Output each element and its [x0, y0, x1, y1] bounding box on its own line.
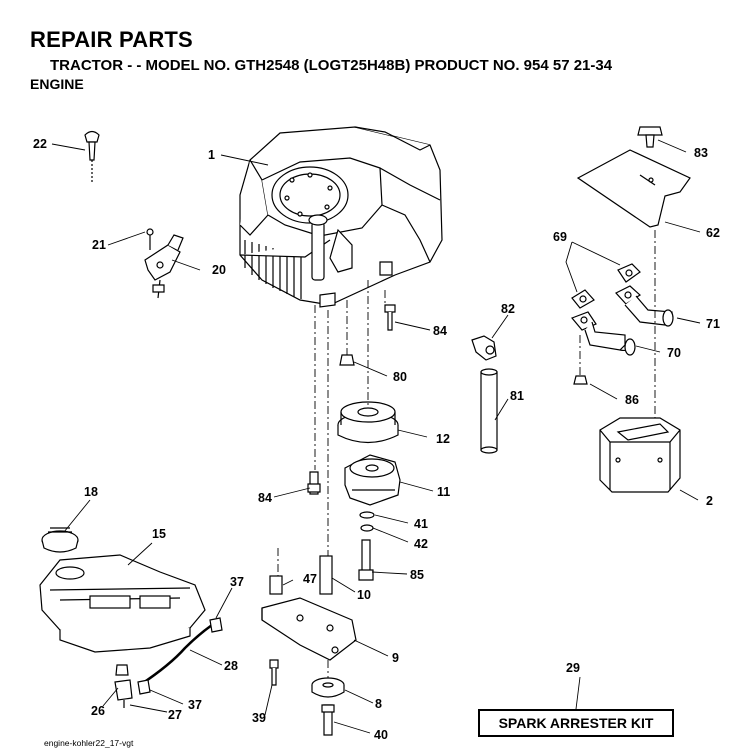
- callout-20: 20: [212, 263, 226, 277]
- drawing-code: engine-kohler22_17-vgt: [44, 738, 134, 748]
- alignment-lines: [277, 230, 656, 678]
- callout-2: 2: [706, 494, 713, 508]
- hose-drawing: [471, 335, 498, 454]
- callout-10: 10: [357, 588, 371, 602]
- callout-62: 62: [706, 226, 720, 240]
- callout-21: 21: [92, 238, 106, 252]
- exhaust-drawing: [570, 263, 674, 356]
- diagram-art: [39, 126, 701, 736]
- callout-70: 70: [667, 346, 681, 360]
- callout-81: 81: [510, 389, 524, 403]
- idler-pulley-drawing: [311, 677, 345, 698]
- bolt-84-upper-drawing: [384, 304, 396, 331]
- callout-83: 83: [694, 146, 708, 160]
- spacer-10-drawing: [319, 555, 333, 595]
- nut-80-drawing: [339, 354, 355, 366]
- bolt-39-drawing: [269, 659, 279, 686]
- callout-71: 71: [706, 317, 720, 331]
- callout-84-upper: 84: [433, 324, 447, 338]
- callout-41: 41: [414, 517, 428, 531]
- spacer-47-drawing: [269, 575, 283, 595]
- callout-47: 47: [303, 572, 317, 586]
- dipstick-drawing: [84, 130, 100, 182]
- fuel-cap-drawing: [41, 527, 79, 553]
- callout-69: 69: [553, 230, 567, 244]
- engine-drawing: [239, 126, 443, 308]
- throttle-control-drawing: [144, 228, 184, 299]
- callout-26: 26: [91, 704, 105, 718]
- callout-29: 29: [566, 661, 580, 675]
- fuel-line-drawing: [114, 617, 223, 708]
- callout-8: 8: [375, 697, 382, 711]
- callout-37-lower: 37: [188, 698, 202, 712]
- callout-1: 1: [208, 148, 215, 162]
- heat-shield-drawing: [576, 126, 691, 228]
- callout-27: 27: [168, 708, 182, 722]
- callout-82: 82: [501, 302, 515, 316]
- nut-86-drawing: [573, 375, 588, 385]
- callout-85: 85: [410, 568, 424, 582]
- callout-numbers: 22 1 21 20 83 62 69 71 70 86 82 81 84 80…: [33, 137, 720, 742]
- callout-9: 9: [392, 651, 399, 665]
- callout-86: 86: [625, 393, 639, 407]
- bolt-84-lower-drawing: [307, 471, 321, 495]
- spark-arrester-kit-box: SPARK ARRESTER KIT: [478, 709, 674, 737]
- washer-41-drawing: [359, 511, 375, 519]
- muffler-drawing: [599, 417, 681, 493]
- clutch-drawing: [344, 454, 401, 506]
- callout-40: 40: [374, 728, 388, 742]
- page-title: REPAIR PARTS: [30, 27, 193, 52]
- callout-28: 28: [224, 659, 238, 673]
- washer-42-drawing: [360, 524, 374, 532]
- callout-80: 80: [393, 370, 407, 384]
- callout-42: 42: [414, 537, 428, 551]
- model-subtitle: TRACTOR - - MODEL NO. GTH2548 (LOGT25H48…: [50, 57, 613, 74]
- callout-39: 39: [252, 711, 266, 725]
- callout-15: 15: [152, 527, 166, 541]
- fuel-tank-drawing: [39, 554, 206, 653]
- callout-22: 22: [33, 137, 47, 151]
- callout-37-upper: 37: [230, 575, 244, 589]
- section-title: ENGINE: [30, 76, 84, 92]
- bolt-85-drawing: [358, 539, 374, 581]
- pulley-drawing: [337, 401, 399, 444]
- callout-12: 12: [436, 432, 450, 446]
- leader-lines: [51, 139, 701, 734]
- bolt-40-drawing: [321, 704, 335, 736]
- callout-18: 18: [84, 485, 98, 499]
- callout-84-lower: 84: [258, 491, 272, 505]
- callout-11: 11: [437, 485, 450, 499]
- bracket-drawing: [261, 597, 357, 661]
